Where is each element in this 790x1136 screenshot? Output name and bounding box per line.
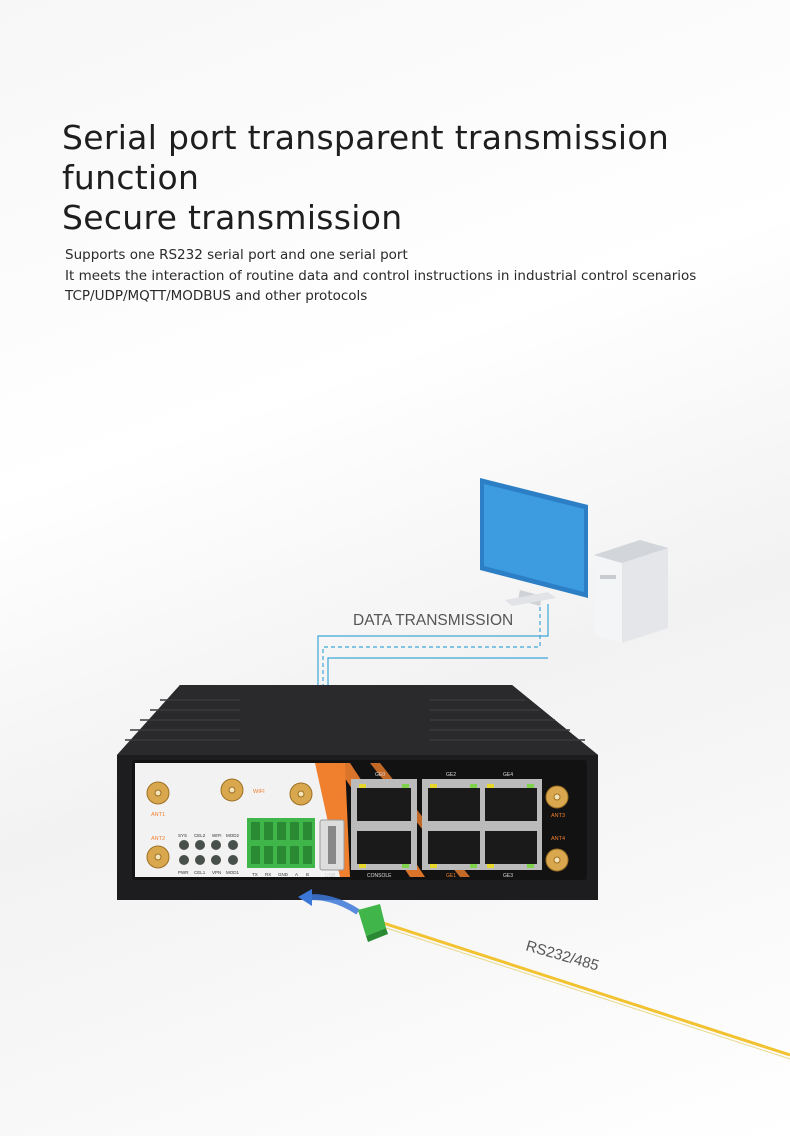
data-transmission-label: DATA TRANSMISSION bbox=[353, 612, 513, 629]
serial-label: RS232/485 bbox=[524, 938, 601, 975]
ant2-label: ANT2 bbox=[151, 836, 165, 842]
headline-line-2: Secure transmission bbox=[62, 198, 403, 237]
wifi-label: WIFI bbox=[326, 792, 338, 798]
antenna-connectors bbox=[146, 778, 569, 872]
pc-tower-icon bbox=[594, 540, 668, 643]
led-label: PWR bbox=[178, 870, 189, 875]
usb-port: USB bbox=[319, 819, 345, 879]
ge4-label: GE4 bbox=[503, 772, 513, 778]
ethernet-ports: GE0 GE2 GE4 CONSOLE GE1 GE3 bbox=[351, 772, 542, 879]
description-line: TCP/UDP/MQTT/MODBUS and other protocols bbox=[65, 288, 368, 304]
terminal-label: TX bbox=[252, 872, 258, 877]
usb-label: USB bbox=[325, 873, 336, 879]
led-label: CEL1 bbox=[194, 870, 206, 875]
status-leds: SYS CEL2 WIFI MOD2 PWR CEL1 VPN MOD1 bbox=[178, 833, 239, 875]
ge1-label: GE1 bbox=[446, 873, 456, 879]
terminal-label: B bbox=[306, 872, 309, 877]
terminal-label: RX bbox=[265, 872, 271, 877]
description: Supports one RS232 serial port and one s… bbox=[65, 245, 696, 307]
led-label: WIFI bbox=[212, 833, 222, 838]
led-label: MOD2 bbox=[226, 833, 239, 838]
data-cable bbox=[317, 604, 549, 688]
headline: Serial port transparent transmission fun… bbox=[62, 118, 790, 238]
serial-connector-icon bbox=[358, 904, 388, 942]
led-label: SYS bbox=[178, 833, 187, 838]
wifi-label: WIFI bbox=[253, 789, 265, 795]
ge0-label: GE0 bbox=[375, 772, 385, 778]
led-label: CEL2 bbox=[194, 833, 206, 838]
ant3-label: ANT3 bbox=[551, 813, 565, 819]
ant1-label: ANT1 bbox=[151, 812, 165, 818]
console-label: CONSOLE bbox=[367, 873, 392, 879]
led-label: MOD1 bbox=[226, 870, 239, 875]
terminal-label: A bbox=[295, 872, 298, 877]
ge3-label: GE3 bbox=[503, 873, 513, 879]
description-line: Supports one RS232 serial port and one s… bbox=[65, 247, 408, 263]
ge2-label: GE2 bbox=[446, 772, 456, 778]
arrow-icon bbox=[298, 889, 360, 915]
led-label: VPN bbox=[212, 870, 221, 875]
description-line: It meets the interaction of routine data… bbox=[65, 267, 697, 284]
headline-line-1: Serial port transparent transmission fun… bbox=[62, 118, 670, 197]
ant4-label: ANT4 bbox=[551, 836, 565, 842]
terminal-block: TX RX GND A B bbox=[247, 818, 315, 877]
serial-cable bbox=[379, 920, 790, 1060]
terminal-label: GND bbox=[278, 872, 289, 877]
monitor-icon bbox=[480, 478, 588, 606]
